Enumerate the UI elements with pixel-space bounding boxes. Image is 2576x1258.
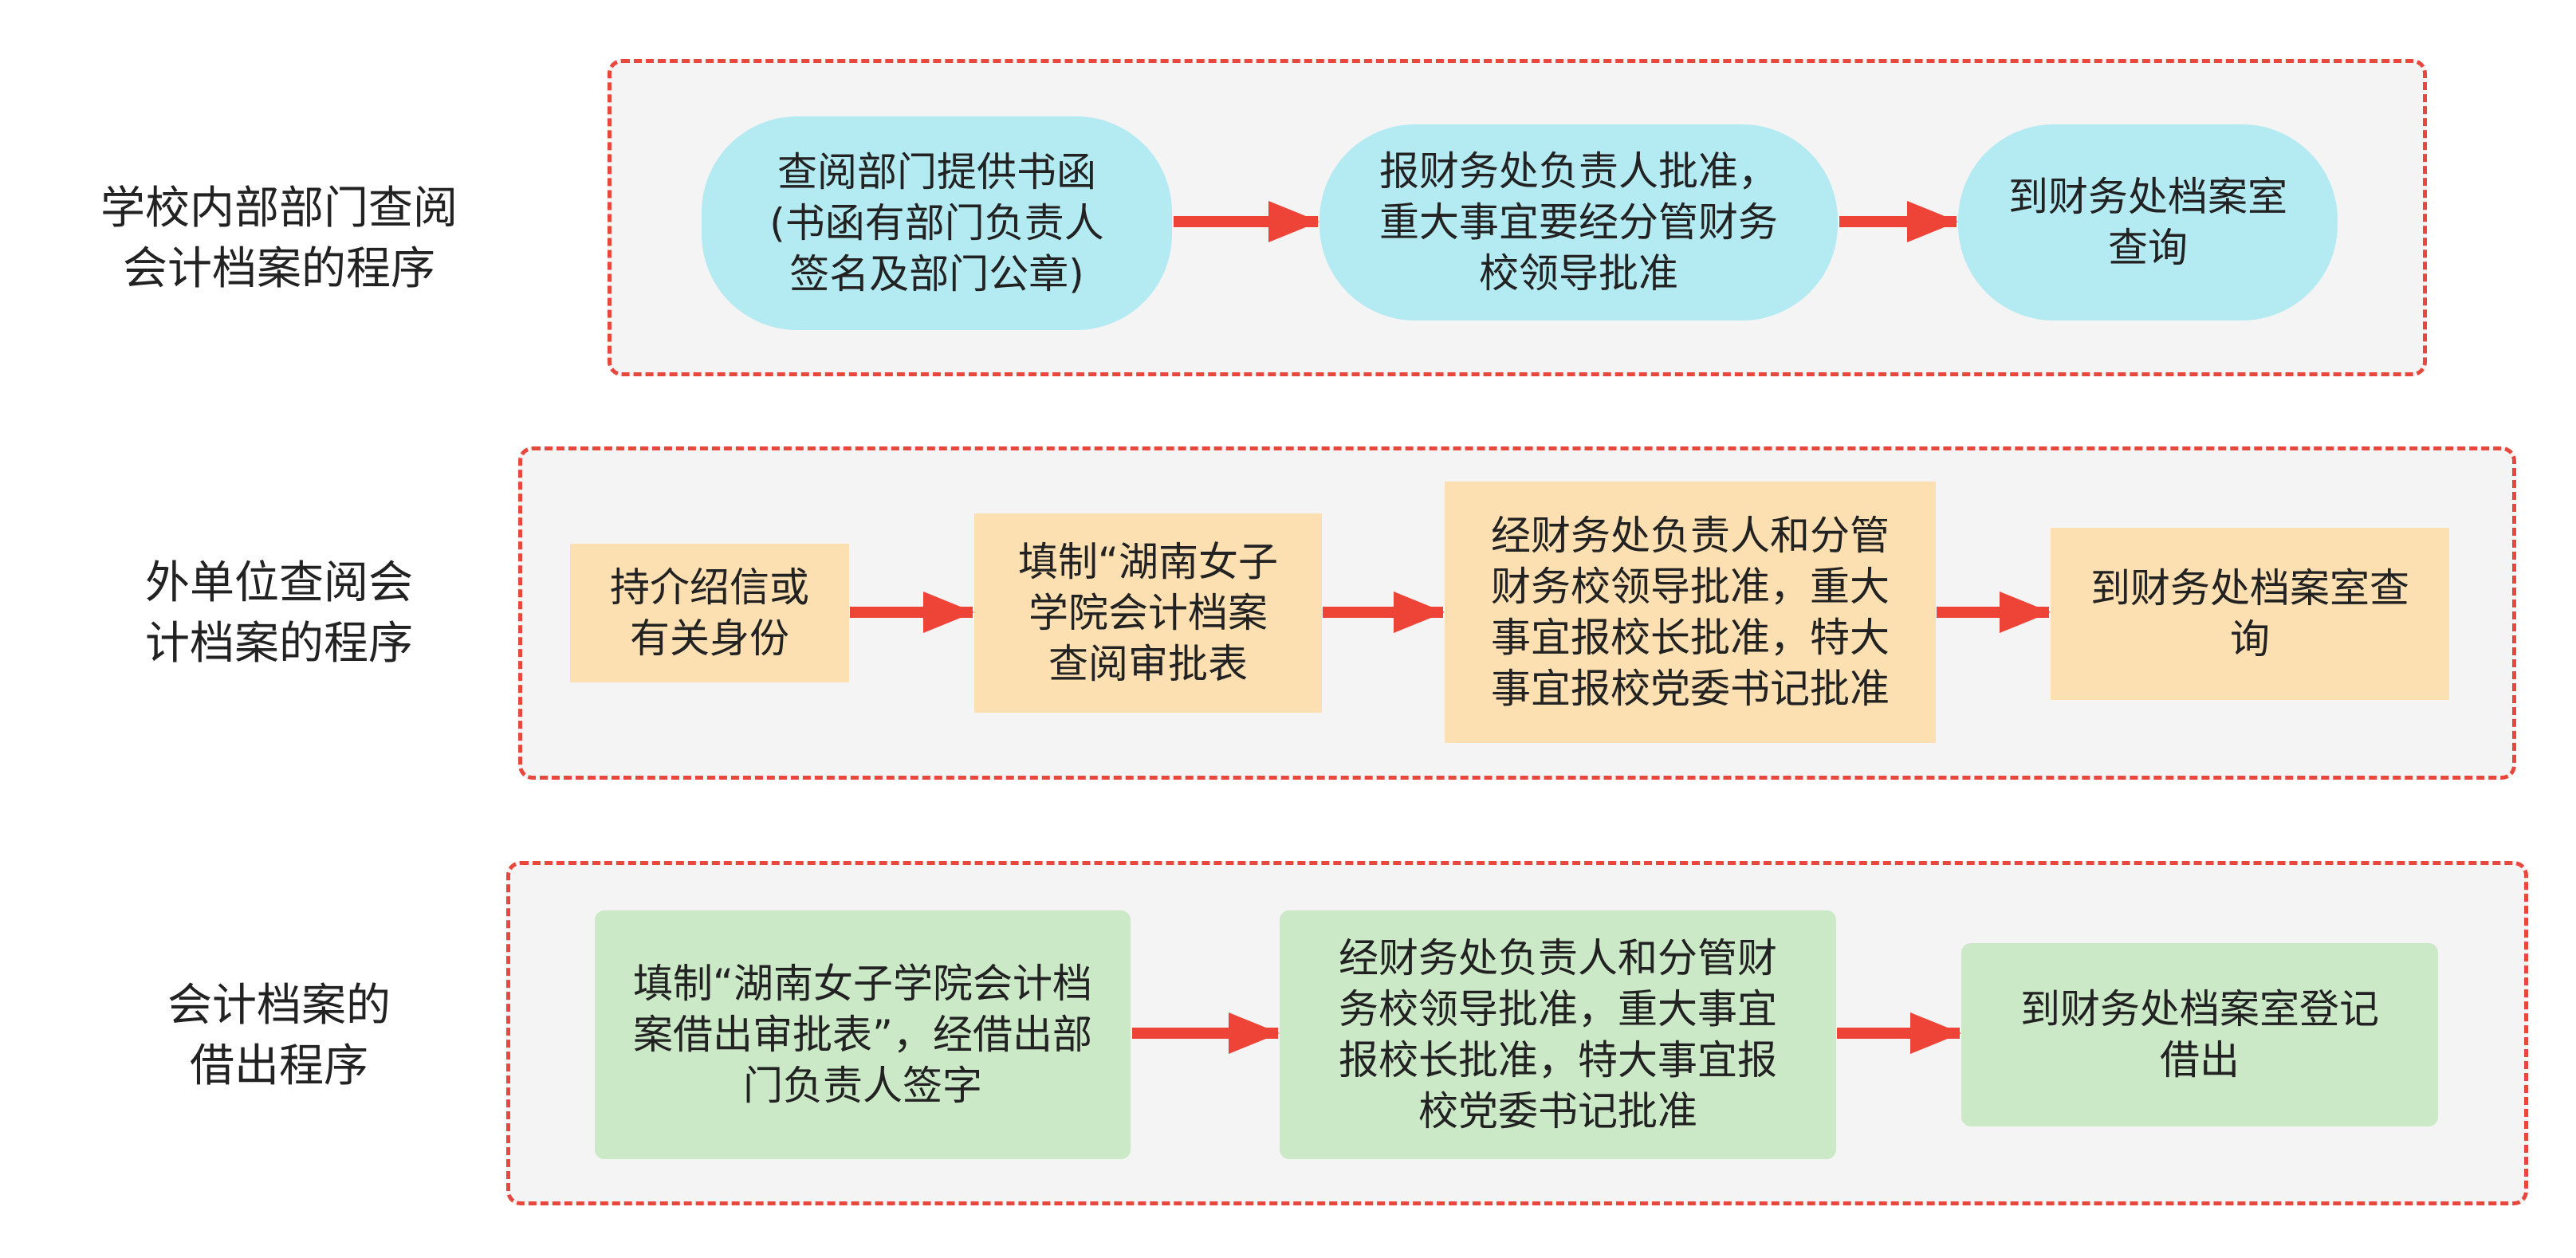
row-2-step-3: 经财务处负责人和分管 财务校领导批准，重大 事宜报校长批准，特大 事宜报校党委书… [1445,482,1936,743]
row-3-step-2: 经财务处负责人和分管财 务校领导批准，重大事宜 报校长批准，特大事宜报 校党委书… [1280,910,1836,1159]
row-1-step-2: 报财务处负责人批准， 重大事宜要经分管财务 校领导批准 [1319,124,1838,320]
row-1-step-3: 到财务处档案室 查询 [1958,124,2338,320]
row-2-label: 外单位查阅会 计档案的程序 [145,557,413,670]
row-2-step-1: 持介绍信或 有关身份 [570,544,849,682]
row-3-step-1: 填制“湖南女子学院会计档 案借出审批表”，经借出部 门负责人签字 [595,910,1131,1159]
row-1-step-1: 查阅部门提供书函 (书函有部门负责人 签名及部门公章) [702,116,1172,330]
row-3-step-3: 到财务处档案室登记 借出 [1961,943,2438,1126]
row-2-step-4: 到财务处档案室查 询 [2051,528,2449,700]
row-3-label: 会计档案的 借出程序 [167,980,391,1092]
row-1-label: 学校内部部门查阅 会计档案的程序 [100,183,458,295]
row-2-step-2: 填制“湖南女子 学院会计档案 查阅审批表 [974,513,1322,713]
